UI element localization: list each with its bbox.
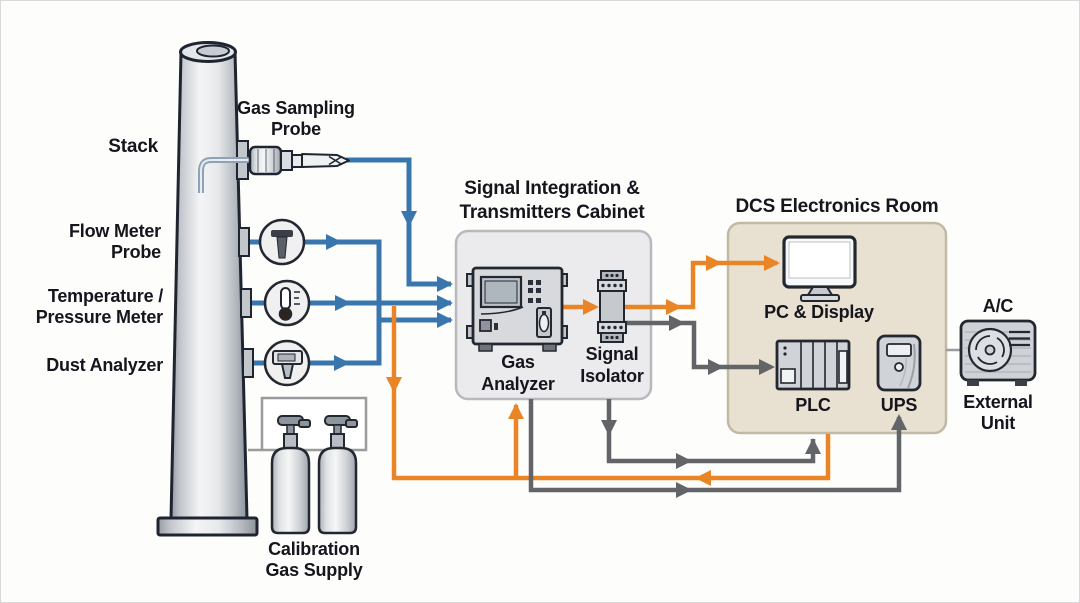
ac-label: A/C [982, 296, 1014, 316]
stack-icon [156, 41, 259, 537]
gas-analyzer-icon [466, 266, 568, 352]
dust-analyzer-label: Dust Analyzer [46, 355, 163, 375]
calibration-cylinders-icon [270, 415, 358, 535]
plc-label: PLC [795, 395, 831, 415]
arrowheads-gray [601, 315, 907, 498]
ups-icon [876, 334, 922, 392]
ac-unit-icon [959, 319, 1037, 386]
calibration-gas-supply-label: Calibration Gas Supply [265, 539, 363, 580]
dcs-room-title: DCS Electronics Room [735, 196, 939, 217]
signal-isolator-label: Signal Isolator [580, 344, 644, 386]
signal-isolator-icon [597, 270, 627, 343]
arrowheads-blue [326, 211, 453, 371]
gas-sampling-probe-icon [248, 145, 350, 176]
gas-sampling-probe-label: Gas Sampling Probe [237, 98, 355, 139]
cabinet-title: Signal Integration & Transmitters Cabine… [459, 178, 645, 223]
dust-analyzer-icon [263, 339, 311, 387]
pc-display-icon [782, 235, 857, 302]
flow-meter-icon [258, 218, 306, 266]
gas-analyzer-label: Gas Analyzer [481, 352, 555, 394]
stack-label: Stack [108, 136, 158, 157]
plc-icon [775, 339, 851, 391]
ups-label: UPS [880, 395, 918, 415]
pc-display-label: PC & Display [764, 302, 874, 322]
temperature-pressure-meter-label: Temperature / Pressure Meter [35, 286, 163, 327]
temperature-meter-icon [263, 279, 311, 327]
arrowheads-orange [386, 255, 780, 486]
flow-meter-probe-label: Flow Meter Probe [68, 221, 161, 262]
ac-external-unit-label: External Unit [963, 392, 1033, 433]
